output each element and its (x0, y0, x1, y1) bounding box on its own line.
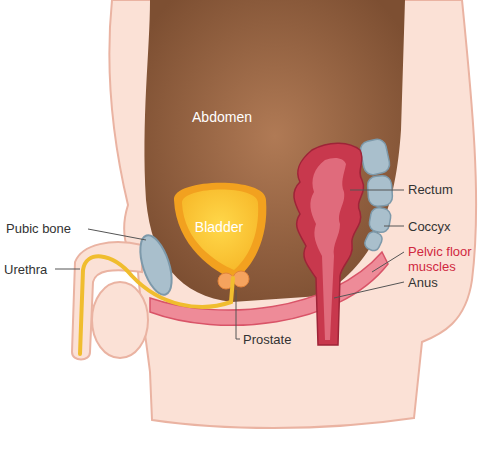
pelvic-floor-muscle (150, 252, 388, 325)
body-silhouette (109, 0, 476, 428)
region-label: Abdomen (192, 110, 252, 125)
coccyx-bone (359, 138, 393, 253)
bladder-wall (174, 183, 266, 280)
rectum-lumen (310, 158, 346, 340)
abdominal-cavity (144, 0, 405, 302)
part-label: Rectum (408, 182, 453, 197)
leader-lines (55, 190, 404, 339)
bladder-lumen (182, 189, 258, 270)
rectum (294, 143, 364, 345)
part-label: Coccyx (408, 219, 451, 234)
part-label: Anus (408, 275, 438, 290)
prostate (233, 271, 249, 287)
pubic-bone (134, 232, 178, 299)
part-label: Urethra (4, 262, 47, 277)
part-label: Pubic bone (6, 221, 71, 236)
scrotum (92, 282, 148, 358)
organ-label: Bladder (195, 220, 243, 235)
urethra (80, 256, 233, 354)
part-label: Prostate (243, 332, 291, 347)
part-label: Pelvic floor muscles (408, 244, 494, 274)
